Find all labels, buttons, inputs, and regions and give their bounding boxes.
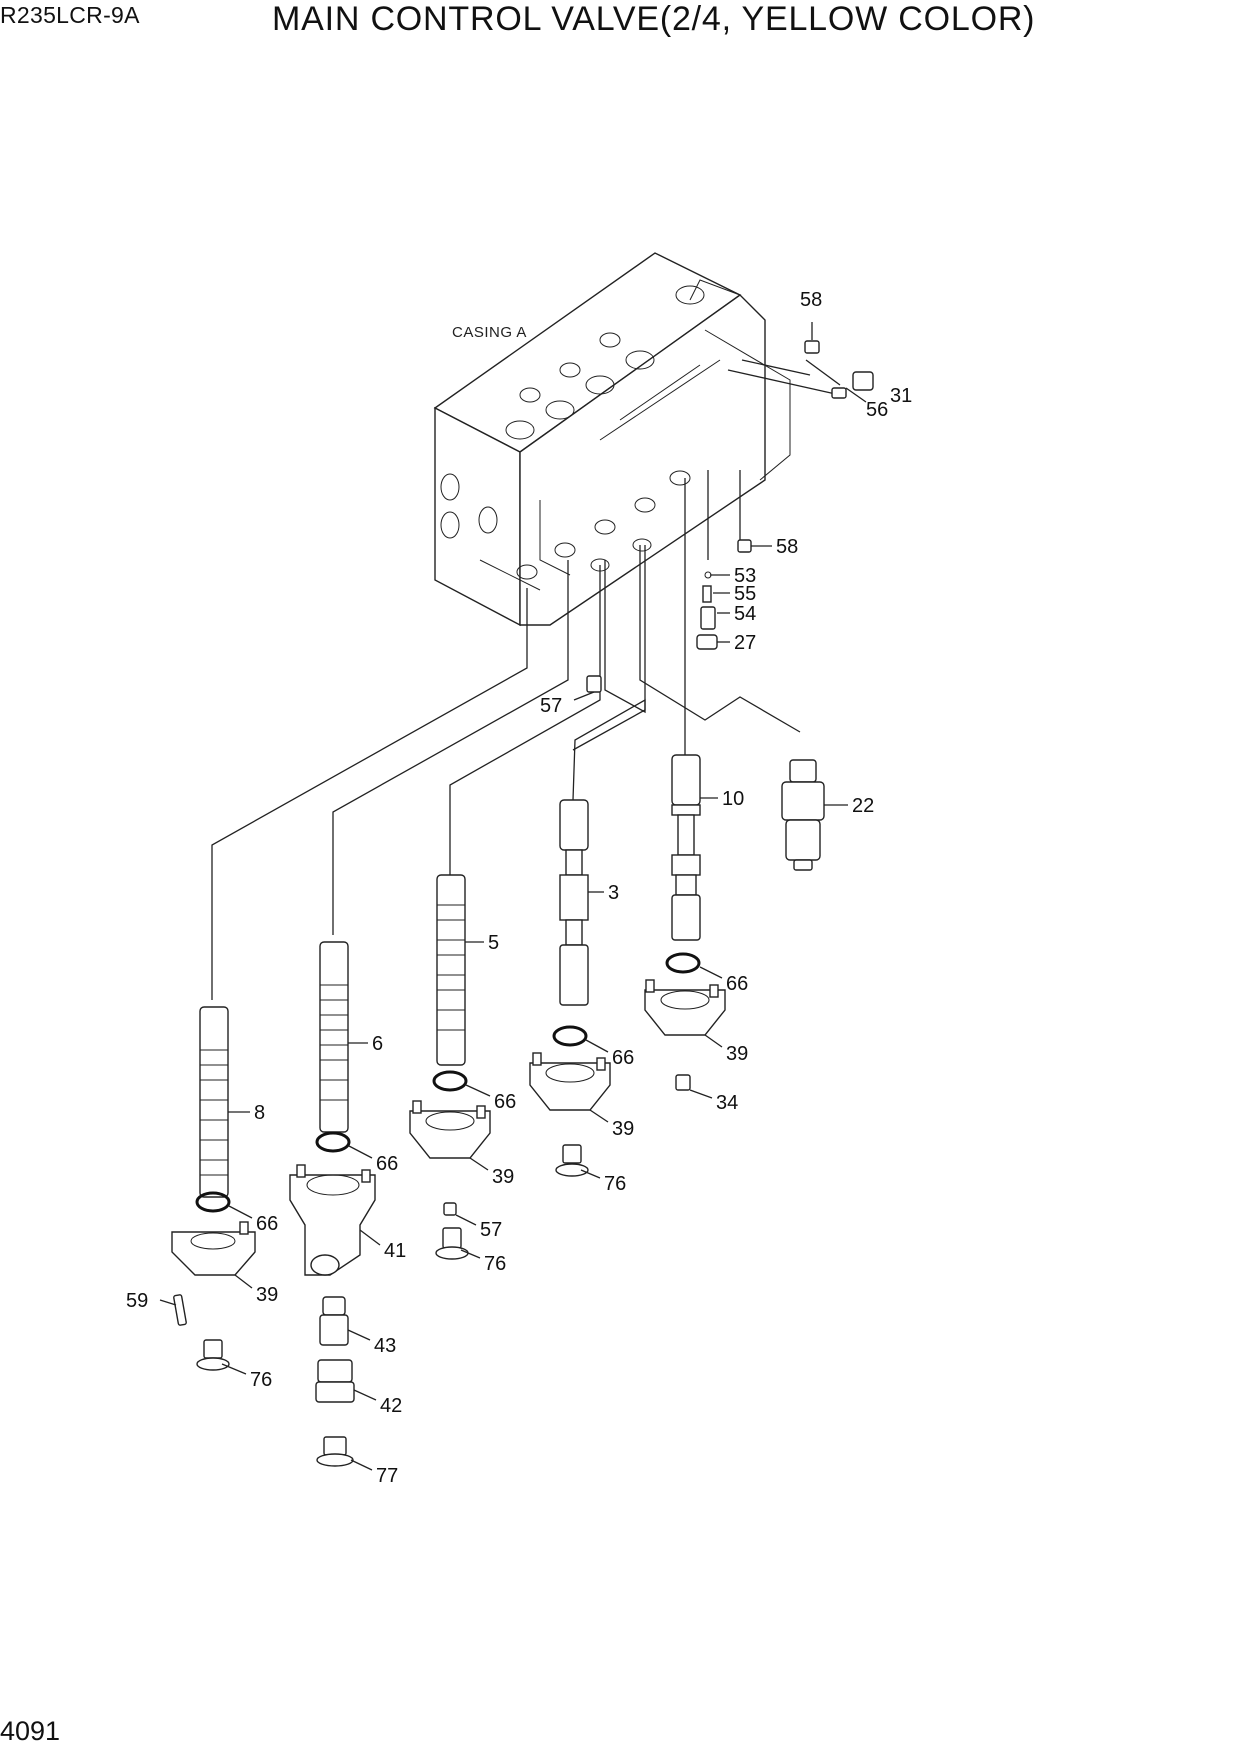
callout-42: 42 (380, 1395, 402, 1417)
callout-39: 39 (256, 1284, 278, 1306)
small-fittings (586, 340, 874, 693)
callout-57: 57 (540, 695, 562, 717)
casing-a (433, 252, 791, 627)
spool-5 (436, 874, 466, 1066)
callout-66: 66 (256, 1213, 278, 1235)
callout-76: 76 (604, 1173, 626, 1195)
cover-39 (529, 1052, 611, 1111)
relief-valve-22 (781, 759, 825, 871)
o-ring-66 (432, 1070, 468, 1092)
model-code: R235LCR-9A (0, 2, 140, 28)
callout-66: 66 (494, 1091, 516, 1113)
callout-55: 55 (734, 583, 756, 605)
callout-58: 58 (800, 289, 822, 311)
callout-6: 6 (372, 1033, 383, 1055)
callout-8: 8 (254, 1102, 265, 1124)
spool-3 (559, 799, 589, 1006)
callout-66: 66 (726, 973, 748, 995)
callout-39: 39 (492, 1166, 514, 1188)
callout-leaders (159, 322, 867, 1471)
cover-39 (409, 1100, 491, 1159)
callout-66: 66 (612, 1047, 634, 1069)
callout-59: 59 (126, 1290, 148, 1312)
callout-41: 41 (384, 1240, 406, 1262)
callout-5: 5 (488, 932, 499, 954)
callout-76: 76 (250, 1369, 272, 1391)
spool-8 (199, 1006, 229, 1198)
o-ring-66 (552, 1025, 588, 1047)
callout-77: 77 (376, 1465, 398, 1487)
callout-34: 34 (716, 1092, 738, 1114)
callout-27: 27 (734, 632, 756, 654)
callout-57: 57 (480, 1219, 502, 1241)
callout-39: 39 (726, 1043, 748, 1065)
cover-39 (644, 979, 726, 1036)
page-number: 4091 (0, 1716, 61, 1746)
spool-10 (671, 754, 701, 941)
spool-6 (319, 941, 349, 1133)
callout-39: 39 (612, 1118, 634, 1140)
plugs (173, 1074, 691, 1467)
o-ring-66 (315, 1131, 351, 1153)
casing-a-label: CASING A (452, 324, 527, 341)
callout-22: 22 (852, 795, 874, 817)
callout-53: 53 (734, 565, 756, 587)
callout-31: 31 (890, 385, 912, 407)
callout-76: 76 (484, 1253, 506, 1275)
callout-43: 43 (374, 1335, 396, 1357)
cover-39 (171, 1221, 256, 1276)
page-title: MAIN CONTROL VALVE(2/4, YELLOW COLOR) (272, 0, 1036, 38)
assembly-lines (211, 359, 841, 1000)
o-ring-66 (195, 1191, 231, 1213)
callout-58: 58 (776, 536, 798, 558)
callout-3: 3 (608, 882, 619, 904)
callout-66: 66 (376, 1153, 398, 1175)
callout-54: 54 (734, 603, 756, 625)
callout-numbers: 58 56 31 58 53 55 54 27 57 10 22 3 5 6 8… (126, 289, 912, 1487)
callout-56: 56 (866, 399, 888, 421)
callout-10: 10 (722, 788, 744, 810)
body-41 (289, 1164, 376, 1276)
o-ring-66 (665, 952, 701, 974)
